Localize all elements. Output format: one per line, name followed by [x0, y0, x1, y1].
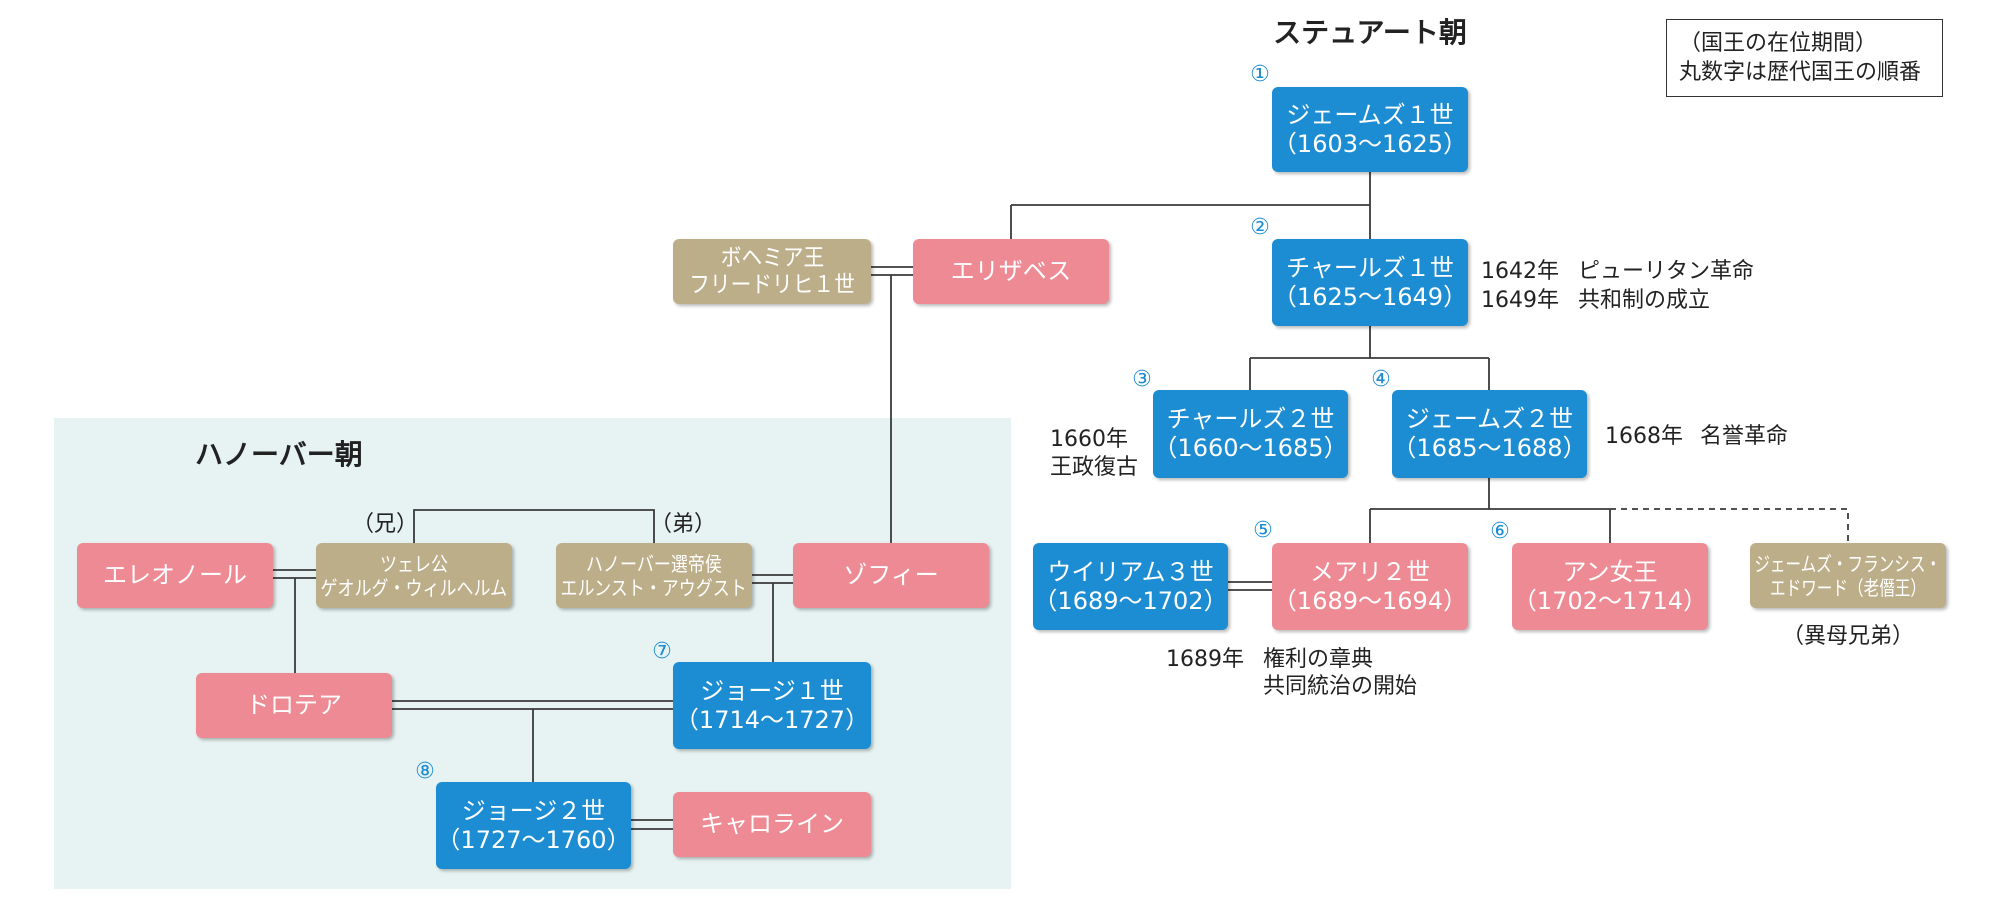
person-reign: （1685〜1688）: [1392, 434, 1587, 462]
person-name: ゾフィー: [843, 561, 939, 589]
event-year: 1668年: [1605, 424, 1683, 449]
person-reign: （1603〜1625）: [1272, 129, 1468, 158]
person-name: メアリ２世: [1310, 557, 1430, 586]
order-number-badge: ①: [1250, 62, 1270, 87]
eleonore-georg-marriage-line: [273, 569, 316, 579]
person-name: ジョージ２世: [461, 796, 606, 825]
george2-caroline-marriage-line: [631, 819, 673, 830]
sibling-connector-line: [413, 509, 655, 543]
person-name: キャロライン: [700, 810, 844, 838]
event-text: 名誉革命: [1700, 424, 1789, 449]
person-name: ジェームズ２世: [1405, 405, 1574, 433]
dorothea-george1-marriage-line: [392, 700, 673, 710]
person-name: ウイリアム３世: [1047, 557, 1214, 586]
charles1-descent-line: [1249, 326, 1490, 390]
person-reign: （1689〜1694）: [1272, 586, 1468, 615]
person-name: フリードリヒ１世: [689, 271, 855, 298]
james2-descent-line: [1369, 478, 1611, 543]
ernst-sophia-marriage-line: [752, 574, 793, 584]
stuart-dynasty-title: ステュアート朝: [1273, 16, 1467, 49]
person-name: チャールズ２世: [1166, 405, 1335, 433]
legend-reign-note: （国王の在位期間）: [1679, 31, 1878, 56]
half-brothers-label: （異母兄弟）: [1781, 624, 1914, 649]
frederick-elizabeth-marriage-line: [871, 266, 913, 276]
order-number-badge: ⑤: [1253, 518, 1273, 543]
person-name: ジェームズ１世: [1286, 100, 1454, 129]
order-number-badge: ⑧: [415, 759, 435, 784]
order-number-badge: ⑦: [652, 639, 672, 664]
person-anne-box: アン女王 （1702〜1714）: [1512, 543, 1708, 630]
person-name: ジェームズ・フランシス・: [1754, 551, 1942, 576]
event-text: 権利の章典: [1263, 647, 1374, 672]
person-reign: （1727〜1760）: [436, 825, 631, 854]
event-year: 1689年: [1166, 647, 1244, 672]
elder-brother-label: （兄）: [351, 512, 418, 537]
person-name: エレオノール: [103, 561, 247, 589]
person-name: ジョージ１世: [700, 676, 844, 705]
hanover-dynasty-title: ハノーバー朝: [195, 438, 363, 471]
person-name: アン女王: [1562, 557, 1658, 586]
person-elizabeth-box: エリザベス: [913, 239, 1109, 304]
order-number-badge: ②: [1250, 215, 1270, 240]
person-eleonore-box: エレオノール: [77, 543, 273, 608]
event-text-continued: 共同統治の開始: [1263, 674, 1418, 699]
younger-brother-label: （弟）: [649, 512, 716, 537]
person-charles2-box: チャールズ２世 （1660〜1685）: [1153, 390, 1348, 478]
william-mary-marriage-line: [1228, 581, 1272, 591]
order-number-badge: ③: [1132, 367, 1152, 392]
person-georg-wilhelm-box: ツェレ公 ゲオルグ・ウィルヘルム: [316, 543, 512, 608]
person-name: ドロテア: [246, 691, 342, 719]
person-title: ツェレ公: [380, 551, 448, 576]
person-ernst-august-box: ハノーバー選帝侯 エルンスト・アウグスト: [556, 543, 752, 608]
person-name: エルンスト・アウグスト: [560, 575, 748, 600]
person-caroline-box: キャロライン: [673, 792, 871, 857]
person-reign: （1689〜1702）: [1033, 586, 1228, 615]
person-name: エリザベス: [950, 257, 1072, 285]
person-name-continued: エドワード（老僭王）: [1770, 575, 1926, 600]
order-number-badge: ⑥: [1490, 519, 1510, 544]
person-reign: （1714〜1727）: [674, 705, 870, 734]
event-text: 王政復古: [1050, 455, 1139, 480]
person-title: ハノーバー選帝侯: [586, 551, 722, 576]
event-text: ピューリタン革命: [1578, 259, 1755, 284]
half-brother-dashed-line: [1610, 508, 1849, 543]
event-year: 1649年: [1481, 288, 1559, 313]
legend-box: （国王の在位期間） 丸数字は歴代国王の順番: [1666, 19, 1943, 97]
person-sophia-box: ゾフィー: [793, 543, 989, 608]
person-james-francis-box: ジェームズ・フランシス・ エドワード（老僭王）: [1750, 543, 1946, 608]
person-reign: （1660〜1685）: [1153, 434, 1348, 462]
event-text: 共和制の成立: [1578, 288, 1711, 313]
legend-order-note: 丸数字は歴代国王の順番: [1679, 60, 1922, 85]
event-year: 1642年: [1481, 259, 1559, 284]
person-george2-box: ジョージ２世 （1727〜1760）: [436, 782, 631, 869]
person-james2-box: ジェームズ２世 （1685〜1688）: [1392, 390, 1587, 478]
person-frederick-box: ボヘミア王 フリードリヒ１世: [673, 239, 871, 304]
person-title: ボヘミア王: [720, 244, 824, 271]
person-charles1-box: チャールズ１世 （1625〜1649）: [1272, 239, 1468, 326]
order-number-badge: ④: [1371, 367, 1391, 392]
person-name: ゲオルグ・ウィルヘルム: [320, 575, 508, 600]
person-mary2-box: メアリ２世 （1689〜1694）: [1272, 543, 1468, 630]
person-james1-box: ジェームズ１世 （1603〜1625）: [1272, 87, 1468, 172]
person-reign: （1625〜1649）: [1272, 282, 1468, 311]
event-year: 1660年: [1050, 427, 1128, 452]
person-george1-box: ジョージ１世 （1714〜1727）: [673, 662, 871, 749]
person-name: チャールズ１世: [1286, 253, 1454, 282]
person-william3-box: ウイリアム３世 （1689〜1702）: [1033, 543, 1228, 630]
person-dorothea-box: ドロテア: [196, 673, 392, 738]
person-reign: （1702〜1714）: [1512, 586, 1708, 615]
james1-descent-line: [1010, 172, 1371, 239]
